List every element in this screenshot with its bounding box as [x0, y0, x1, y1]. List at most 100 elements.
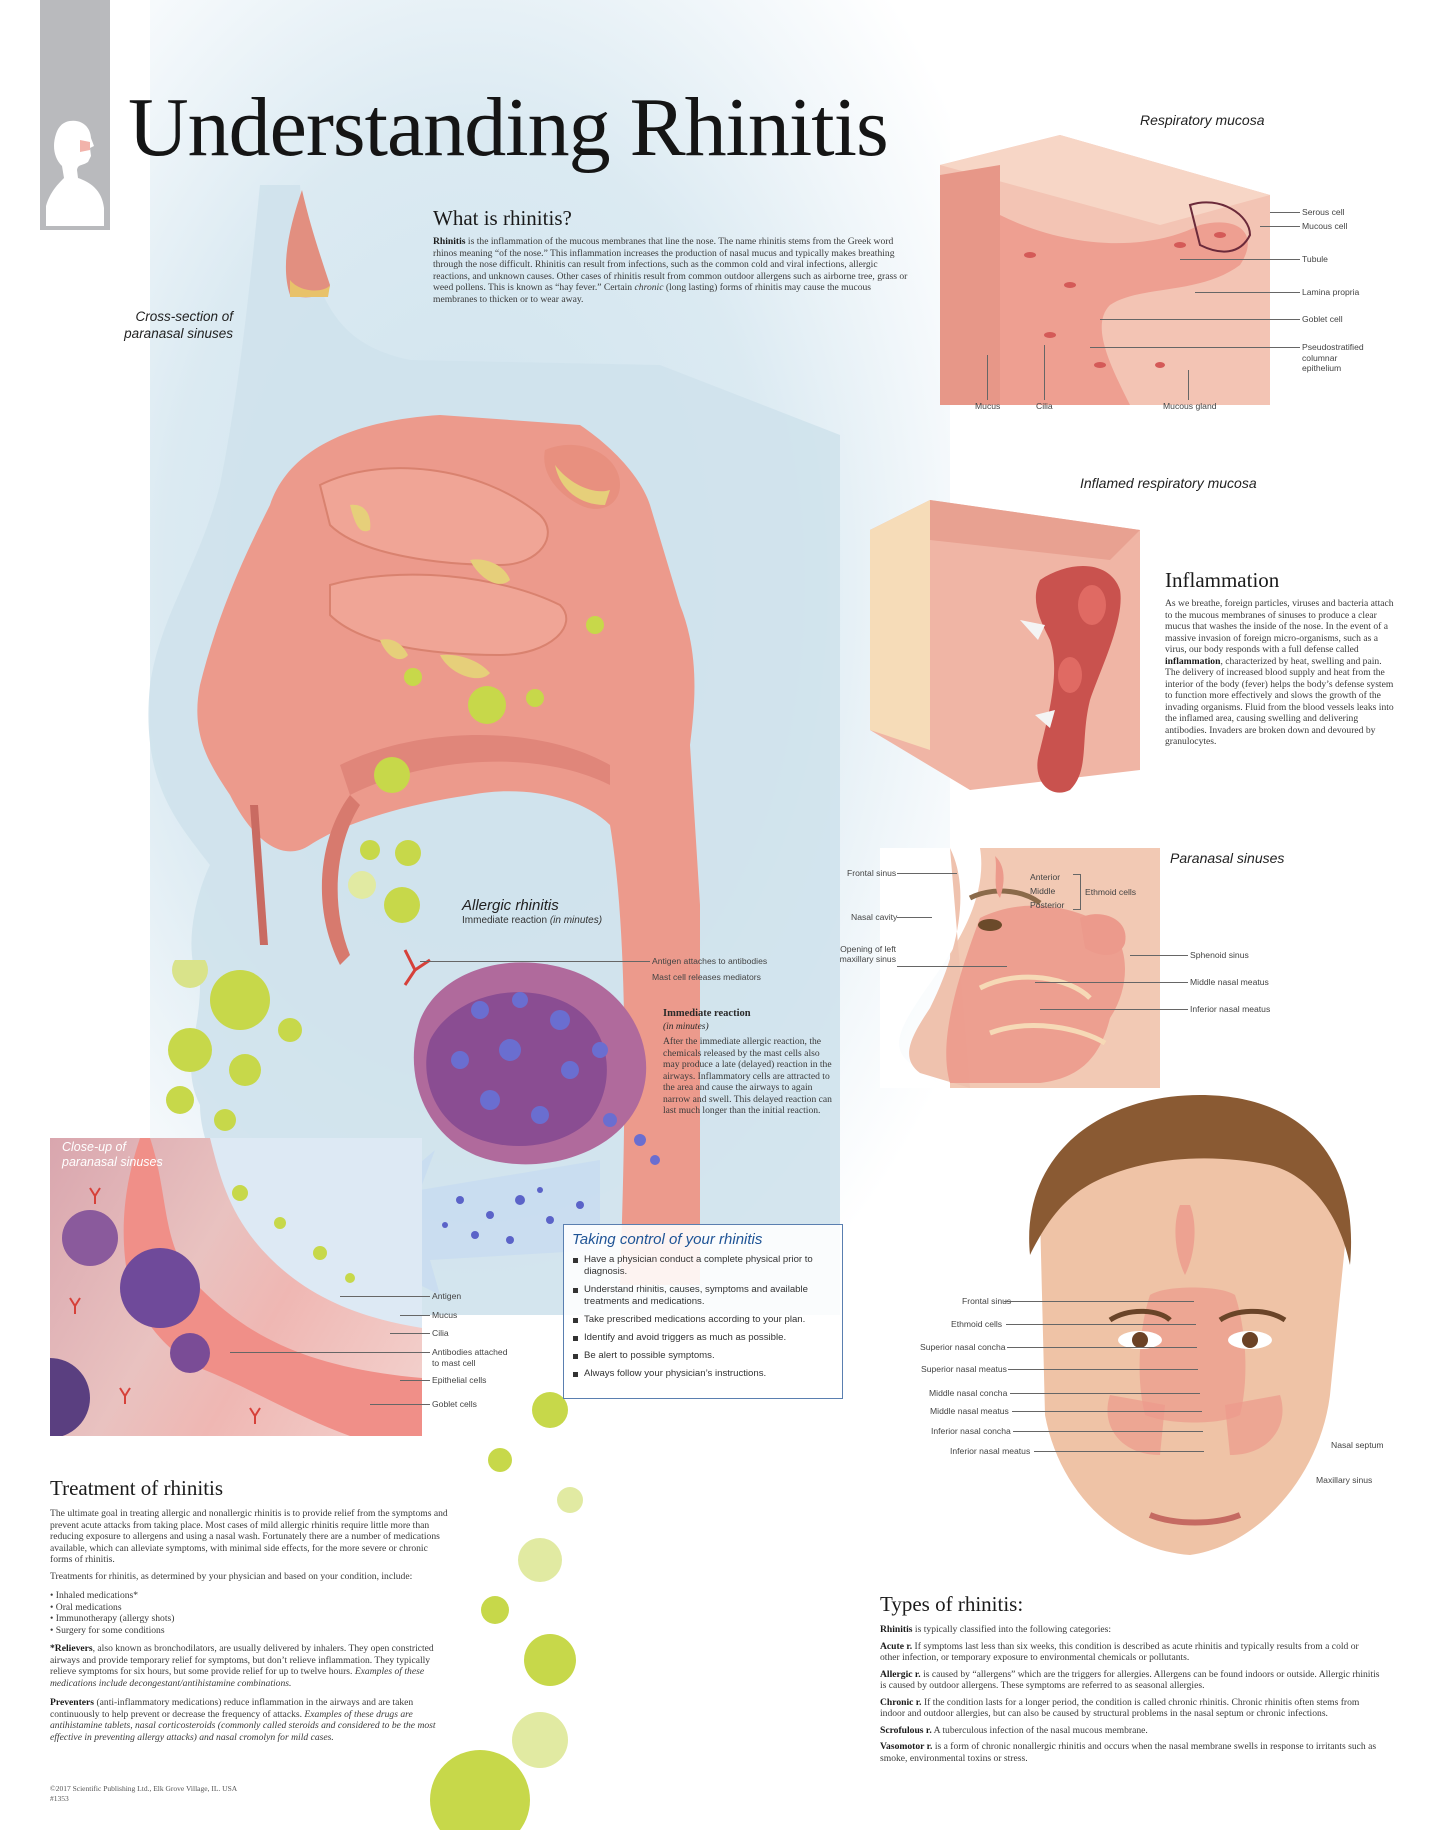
respiratory-mucosa-illustration	[940, 135, 1270, 405]
leader-line	[1188, 370, 1189, 400]
floating-pollen-illustration	[166, 960, 583, 1830]
label-antigen: Antigen	[432, 1291, 462, 1301]
lead-term: Rhinitis	[433, 236, 466, 247]
label-cilia: Cilia	[1036, 401, 1053, 411]
body-text: is the inflammation of the mucous membra…	[433, 236, 908, 293]
leader-line	[897, 966, 1007, 967]
body-text: As we breathe, foreign particles, viruse…	[1165, 598, 1394, 655]
relievers-term: *Relievers	[50, 1643, 93, 1654]
label-opening-maxillary-sinus: Opening of left maxillary sinus	[839, 944, 896, 964]
control-list-item: Be alert to possible symptoms.	[572, 1350, 834, 1362]
types-intro-term: Rhinitis	[880, 1624, 913, 1635]
types-body: Rhinitis is typically classified into th…	[880, 1624, 1380, 1769]
label-sphenoid-sinus: Sphenoid sinus	[1190, 950, 1249, 960]
type-text: A tuberculous infection of the nasal muc…	[931, 1724, 1148, 1736]
label-serous-cell: Serous cell	[1302, 207, 1345, 217]
label-mucous-gland: Mucous gland	[1163, 401, 1217, 411]
leader-line	[400, 1315, 430, 1316]
label-pseudostratified-epithelium: Pseudostratified columnar epithelium	[1302, 342, 1364, 373]
label-mucus-closeup: Mucus	[432, 1310, 458, 1320]
types-intro: Rhinitis is typically classified into th…	[880, 1624, 1380, 1636]
treatment-list: • Inhaled medications* • Oral medication…	[50, 1590, 174, 1636]
label-middle-nasal-meatus-front: Middle nasal meatus	[930, 1406, 1009, 1416]
treatment-item-text: Inhaled medications*	[55, 1590, 139, 1601]
relievers-text: , also known as bronchodilators, are usu…	[50, 1643, 434, 1677]
inflammation-body: As we breathe, foreign particles, viruse…	[1165, 598, 1397, 748]
leader-line	[1010, 1393, 1200, 1394]
label-nasal-cavity: Nasal cavity	[851, 912, 898, 922]
types-intro-text: is typically classified into the followi…	[912, 1624, 1112, 1635]
type-entry-chronic: Chronic r. If the condition lasts for a …	[880, 1697, 1380, 1720]
types-heading: Types of rhinitis:	[880, 1592, 1024, 1616]
leader-line	[1270, 212, 1300, 213]
leader-line	[1035, 982, 1188, 983]
body-text: (long lasting) forms of rhinitis may cau…	[433, 282, 872, 305]
copyright-text: ©2017 Scientific Publishing Ltd., Elk Gr…	[50, 1784, 238, 1793]
leader-line	[400, 1380, 430, 1381]
type-text: is a form of chronic nonallergic rhiniti…	[880, 1741, 1377, 1764]
mast-cell-illustration	[403, 949, 660, 1165]
taking-control-box: Taking control of your rhinitis Have a p…	[563, 1224, 843, 1399]
label-superior-nasal-concha: Superior nasal concha	[920, 1342, 1006, 1352]
immediate-reaction-subtitle: (in minutes)	[663, 1022, 709, 1032]
label-mast-cell-releases: Mast cell releases mediators	[652, 972, 761, 982]
treatment-intro-text: The ultimate goal in treating allergic a…	[50, 1508, 448, 1565]
leader-line	[1180, 259, 1300, 260]
leader-line	[1130, 955, 1188, 956]
label-ethmoid-cells-front: Ethmoid cells	[951, 1319, 1003, 1329]
leader-line	[1034, 1451, 1204, 1452]
label-inferior-nasal-meatus-side: Inferior nasal meatus	[1190, 1004, 1271, 1014]
label-inferior-nasal-meatus-front: Inferior nasal meatus	[950, 1446, 1031, 1456]
body-text: , characterized by heat, swelling and pa…	[1165, 655, 1394, 748]
page-title: Understanding Rhinitis	[128, 81, 889, 174]
closeup-paranasal-illustration	[50, 1138, 422, 1436]
leader-line	[987, 355, 988, 400]
type-term: Allergic r.	[880, 1668, 921, 1680]
what-is-rhinitis-body: Rhinitis is the inflammation of the muco…	[433, 236, 913, 305]
treatment-intro: The ultimate goal in treating allergic a…	[50, 1508, 450, 1582]
control-list-item: Understand rhinitis, causes, symptoms an…	[572, 1284, 834, 1308]
control-list-item: Identify and avoid triggers as much as p…	[572, 1332, 834, 1344]
head-silhouette-icon	[46, 120, 104, 226]
label-epithelial-cells: Epithelial cells	[432, 1375, 487, 1385]
label-antigen-attaches: Antigen attaches to antibodies	[652, 956, 768, 966]
copyright-footer: ©2017 Scientific Publishing Ltd., Elk Gr…	[50, 1784, 237, 1803]
type-text: If symptoms last less than six weeks, th…	[880, 1640, 1359, 1664]
paranasal-sinuses-caption: Paranasal sinuses	[1170, 850, 1285, 866]
leader-line	[340, 1296, 430, 1297]
leader-line	[1008, 1369, 1198, 1370]
treatment-item-text: Surgery for some conditions	[55, 1624, 165, 1636]
label-superior-nasal-meatus: Superior nasal meatus	[921, 1364, 1007, 1374]
label-ethmoid-anterior: Anterior	[1030, 872, 1061, 882]
nasal-cross-section-illustration	[148, 185, 840, 1315]
leader-line	[370, 1404, 430, 1405]
label-goblet-cell: Goblet cell	[1302, 314, 1343, 324]
cross-section-caption: Cross-section of paranasal sinuses	[118, 308, 233, 342]
label-lamina-propria: Lamina propria	[1302, 287, 1360, 297]
subtitle-text: Immediate reaction	[462, 915, 550, 926]
type-text: is caused by “allergens” which are the t…	[880, 1668, 1380, 1692]
leader-line	[230, 1352, 430, 1353]
caption-line: Close-up of	[62, 1140, 126, 1154]
inflamed-mucosa-illustration	[870, 500, 1140, 793]
treatment-list-item: • Oral medications	[50, 1601, 122, 1613]
leader-line	[420, 961, 650, 962]
immediate-reaction-body: After the immediate allergic reaction, t…	[663, 1036, 832, 1116]
ethmoid-bracket	[1073, 874, 1081, 910]
closeup-caption: Close-up of paranasal sinuses	[62, 1140, 202, 1170]
label-goblet-cells: Goblet cells	[432, 1399, 477, 1409]
inflammation-heading: Inflammation	[1165, 568, 1280, 592]
label-cilia-closeup: Cilia	[432, 1328, 449, 1338]
leader-line	[1100, 319, 1300, 320]
type-entry-vasomotor: Vasomotor r. is a form of chronic nonall…	[880, 1741, 1380, 1764]
closeup-artwork	[50, 1138, 422, 1436]
leader-line	[897, 873, 957, 874]
control-list-item: Always follow your physician’s instructi…	[572, 1368, 834, 1380]
preventers-paragraph: Preventers (anti-inflammatory medication…	[50, 1697, 450, 1743]
leader-line	[1007, 1347, 1197, 1348]
type-term: Acute r.	[880, 1640, 913, 1652]
leader-line	[1012, 1411, 1202, 1412]
label-inferior-nasal-concha: Inferior nasal concha	[931, 1426, 1011, 1436]
label-maxillary-sinus: Maxillary sinus	[1316, 1475, 1373, 1485]
pollen-grains	[348, 616, 604, 923]
